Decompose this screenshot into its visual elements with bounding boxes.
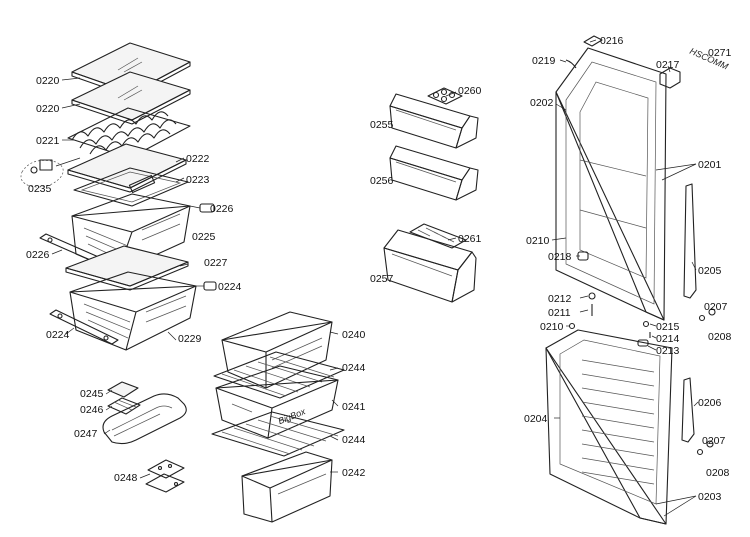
label-0205: 0205 [698, 265, 722, 277]
freezer-drawer-0240 [221, 311, 333, 389]
label-0247: 0247 [74, 428, 98, 440]
label-0240: 0240 [342, 329, 366, 341]
label-0223: 0223 [186, 174, 210, 186]
label-0211: 0211 [548, 307, 571, 319]
door-handle-0206 [681, 377, 695, 443]
label-0206: 0206 [698, 397, 722, 409]
wire-grid-0244-upper [213, 351, 345, 399]
label-0219: 0219 [532, 55, 556, 67]
bush-0212 [588, 292, 596, 300]
label-0226-right: 0226 [210, 203, 234, 215]
label-0204: 0204 [524, 413, 548, 425]
freezer-drawer-0242 [241, 451, 333, 523]
door-handle-0205 [683, 183, 697, 299]
label-0224-left: 0224 [46, 329, 70, 341]
label-0246: 0246 [80, 404, 104, 416]
egg-tray-0260 [427, 87, 463, 105]
label-0214: 0214 [656, 333, 680, 345]
glass-shelf-0220-second [71, 71, 191, 125]
hinge-cover-0217 [659, 67, 681, 89]
label-0215: 0215 [656, 321, 680, 333]
drawer-rail-0224 [49, 309, 119, 345]
label-0207-lower: 0207 [702, 435, 726, 447]
label-0244-upper: 0244 [342, 362, 366, 374]
hinge-cover-0216 [583, 35, 603, 47]
freezer-door-0204 [545, 329, 673, 525]
label-0222: 0222 [186, 153, 210, 165]
label-0244-lower: 0244 [342, 434, 366, 446]
clip-0226-right [189, 203, 215, 213]
label-0213: 0213 [656, 345, 680, 357]
label-0245: 0245 [80, 388, 104, 400]
washer-0210b [568, 322, 576, 330]
door-balcony-0257 [383, 229, 477, 303]
door-balcony-0255 [389, 93, 479, 149]
label-0208-lower: 0208 [706, 467, 730, 479]
label-0221: 0221 [36, 135, 60, 147]
door-stop-0219 [565, 59, 577, 69]
screw-0208a [698, 314, 706, 322]
screw-0207a [708, 308, 716, 316]
screw-0208b [696, 448, 704, 456]
glass-shelf-0222 [67, 143, 187, 193]
part-labels: 0220 0220 0221 0235 0222 0223 0226 0225 … [26, 35, 732, 503]
label-0207-upper: 0207 [704, 301, 728, 313]
label-0210-lower: 0210 [540, 321, 564, 333]
label-0212: 0212 [548, 293, 572, 305]
label-0226-left: 0226 [26, 249, 50, 261]
ice-tray-0245 [107, 381, 139, 398]
glass-cover-0227 [65, 245, 189, 291]
label-0257: 0257 [370, 273, 394, 285]
ice-cube-trays-0248 [145, 459, 185, 493]
bush-0215 [642, 320, 650, 328]
fridge-door-0202 [555, 47, 667, 321]
label-0242: 0242 [342, 467, 366, 479]
label-0235: 0235 [28, 183, 52, 195]
label-0201: 0201 [698, 159, 722, 171]
label-0255: 0255 [370, 119, 394, 131]
wire-grid-0244-lower [211, 411, 345, 457]
label-0225: 0225 [192, 231, 216, 243]
label-0271: 0271 [708, 47, 732, 59]
leader-lines [51, 39, 699, 517]
label-0216: 0216 [600, 35, 624, 47]
ice-tray-0246 [107, 397, 141, 415]
label-0229: 0229 [178, 333, 202, 345]
screw-0207b [706, 440, 714, 448]
label-0241: 0241 [342, 401, 366, 413]
tray-0247 [102, 393, 187, 445]
label-0202: 0202 [530, 97, 554, 109]
label-0203: 0203 [698, 491, 722, 503]
freezer-drawer-0241 [215, 365, 339, 439]
label-0217: 0217 [656, 59, 680, 71]
label-0256: 0256 [370, 175, 394, 187]
door-balcony-0256 [389, 145, 479, 201]
bracket-0235 [20, 157, 81, 188]
label-0208-upper: 0208 [708, 331, 732, 343]
label-0210-upper: 0210 [526, 235, 550, 247]
label-0261: 0261 [458, 233, 482, 245]
bottle-retainer-0261 [409, 223, 467, 249]
crisper-drawer-0229 [69, 271, 197, 351]
label-0220-top: 0220 [36, 75, 60, 87]
label-0260: 0260 [458, 85, 482, 97]
clip-0224-right [196, 281, 217, 291]
wine-rack-0221 [67, 107, 191, 159]
label-0224-right: 0224 [218, 281, 242, 293]
hinge-0213 [637, 339, 649, 347]
label-0218: 0218 [548, 251, 572, 263]
label-0227: 0227 [204, 257, 228, 269]
label-0248: 0248 [114, 472, 138, 484]
label-0220-second: 0220 [36, 103, 60, 115]
